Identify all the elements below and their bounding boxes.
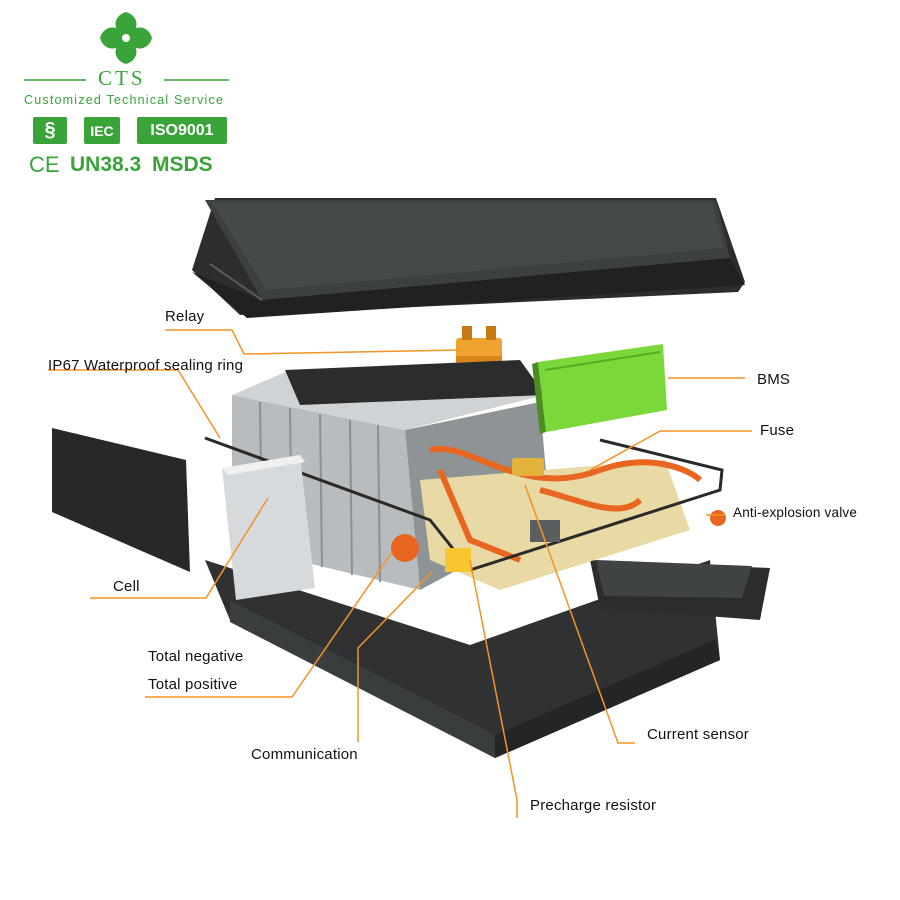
label-fuse: Fuse	[760, 422, 795, 439]
bms-board	[532, 344, 667, 434]
cert-un-label: UN38.3	[70, 153, 142, 176]
label-sealing-ring: IP67 Waterproof sealing ring	[48, 357, 244, 374]
communication-connector	[445, 548, 471, 572]
wiring-harness	[429, 445, 703, 563]
cert-msds-label: MSDS	[152, 153, 213, 176]
label-communication: Communication	[251, 746, 358, 763]
pack-lid	[192, 198, 745, 318]
label-relay: Relay	[165, 308, 205, 325]
cert-iec-label: IEC	[90, 122, 114, 139]
label-anti-explosion-valve: Anti-explosion valve	[733, 505, 858, 520]
cert-iec-badge: IEC	[84, 117, 120, 144]
leader-lines	[48, 329, 752, 818]
current-sensor-part	[530, 520, 560, 542]
pack-housing	[205, 560, 770, 758]
cert-iso-badge: ISO9001	[137, 117, 227, 144]
brand-tagline: Customized Technical Service	[24, 93, 225, 107]
label-current-sensor: Current sensor	[647, 726, 750, 743]
label-cell: Cell	[113, 578, 140, 595]
fuse-part	[512, 458, 544, 476]
label-total-negative: Total negative	[148, 648, 244, 665]
loose-cell-panel	[52, 428, 190, 572]
cert-s-mark-icon: §	[33, 117, 67, 144]
cert-ce-mark: CE	[29, 152, 60, 177]
label-precharge-resistor: Precharge resistor	[530, 797, 657, 814]
label-total-positive: Total positive	[148, 676, 238, 693]
label-bms: BMS	[757, 371, 791, 388]
single-cell	[222, 455, 315, 600]
sealing-ring	[204, 436, 724, 572]
brand-name: CTS	[98, 66, 146, 90]
total-negative-connector	[391, 534, 419, 562]
anti-explosion-valve	[710, 510, 726, 526]
cert-iso-label: ISO9001	[150, 121, 214, 139]
